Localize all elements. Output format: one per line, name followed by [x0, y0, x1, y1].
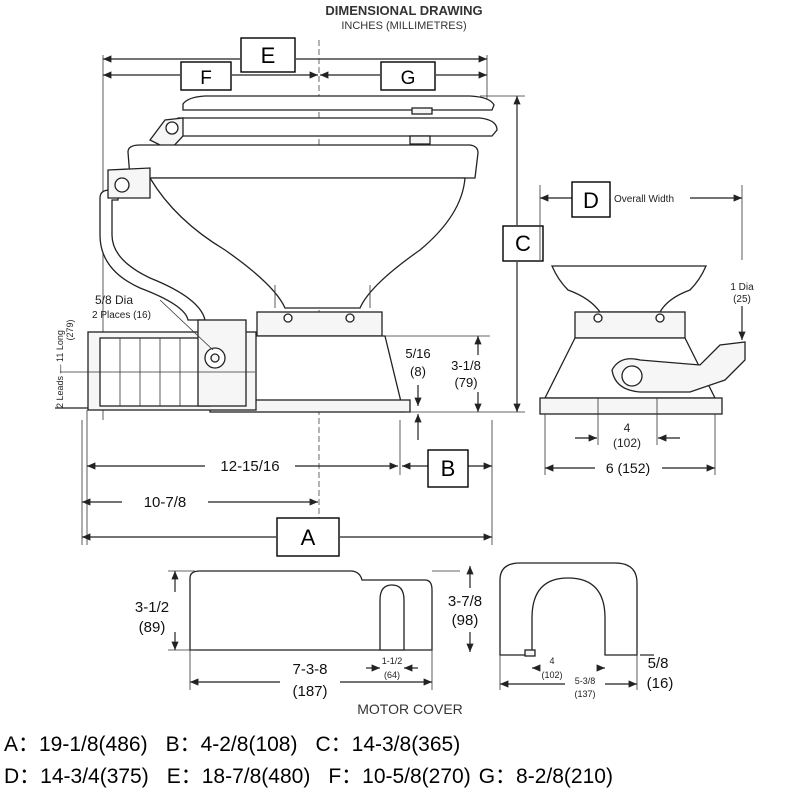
dimension-d: D Overall Width [539, 181, 743, 260]
base-step-label: 5/16 [405, 346, 430, 361]
hole-places-label: 2 Places (16) [92, 310, 151, 321]
hole-dia-label: 5/8 Dia [95, 293, 133, 307]
label-g: G [401, 68, 416, 89]
cover-flange-label: 5/8 [648, 655, 669, 672]
base-height-label: 3-1/8 [451, 358, 481, 373]
legend-c: C：14-3/8(365) [315, 733, 461, 756]
legend-f: F：10-5/8(270) [328, 765, 471, 788]
dimension-c: C [480, 95, 544, 412]
drawing-subtitle: INCHES (MILLIMETRES) [341, 20, 466, 32]
outlet-dia-label: 1 Dia [730, 282, 754, 293]
label-e: E [261, 43, 276, 68]
cover-slot-label: 1-1/2 [382, 656, 403, 666]
base-step-mm: (8) [410, 364, 426, 379]
legend-row-1: A：19-1/8(486) B：4-2/8(108) C：14-3/8(365) [4, 728, 460, 758]
cover-end-height-mm: (98) [452, 612, 479, 629]
cover-length-mm: (187) [292, 683, 327, 700]
motor-cover-end [499, 562, 638, 657]
label-a: A [301, 525, 316, 550]
cover-height-label: 3-1/2 [135, 599, 169, 616]
label-box-c [502, 225, 544, 262]
legend-b: B：4-2/8(108) [165, 733, 298, 756]
toilet-side-view [55, 95, 498, 413]
drawing-title: DIMENSIONAL DRAWING [325, 3, 482, 18]
toilet-end-view [539, 265, 746, 415]
cover-end-width-label: 5-3/8 [575, 676, 596, 686]
cover-flange-mm: (16) [647, 675, 674, 692]
foot-span-mm: (102) [613, 436, 641, 450]
base-height-mm: (79) [454, 375, 477, 390]
motor-cover-title: MOTOR COVER [357, 701, 463, 717]
legend-a: A：19-1/8(486) [4, 733, 148, 756]
dimension-a: A [82, 517, 492, 557]
leads-mm: (279) [65, 319, 75, 340]
foot-span-label: 4 [624, 421, 631, 435]
label-box-b [427, 449, 469, 488]
overall-width-label: Overall Width [614, 194, 674, 205]
cover-end-inner-mm: (102) [541, 670, 562, 680]
cover-length-label: 7-3-8 [292, 661, 327, 678]
label-box-a [276, 517, 340, 557]
cover-slot-mm: (64) [384, 670, 400, 680]
legend-e: E：18-7/8(480) [166, 765, 311, 788]
label-box-d [571, 181, 611, 218]
label-d: D [583, 188, 599, 213]
legend-d: D：14-3/4(375) [4, 765, 149, 788]
base-width-label: 6 (152) [606, 460, 650, 476]
cover-end-inner-label: 4 [549, 656, 554, 666]
label-b: B [441, 456, 456, 481]
width-10-label: 10-7/8 [144, 494, 187, 511]
dimension-f: F [103, 61, 318, 91]
label-f: F [200, 68, 212, 89]
cover-end-width-mm: (137) [574, 689, 595, 699]
label-box-e [240, 37, 296, 73]
dimension-b: B [402, 420, 493, 545]
dimension-e: E [102, 37, 488, 420]
cover-end-height-label: 3-7/8 [448, 593, 482, 610]
label-c: C [515, 231, 531, 256]
dimension-g: G [320, 61, 487, 91]
width-12-label: 12-15/16 [220, 458, 279, 475]
outlet-dia-mm: (25) [733, 294, 751, 305]
leads-label: 2 Leads — 11 Long [55, 330, 65, 408]
cover-height-mm: (89) [139, 619, 166, 636]
legend-row-2: D：14-3/4(375) E：18-7/8(480) F：10-5/8(270) G… [4, 760, 613, 790]
label-box-g [380, 61, 436, 91]
motor-cover-side [168, 570, 433, 651]
legend-g: G：8-2/8(210) [478, 765, 613, 788]
label-box-f [180, 61, 232, 91]
